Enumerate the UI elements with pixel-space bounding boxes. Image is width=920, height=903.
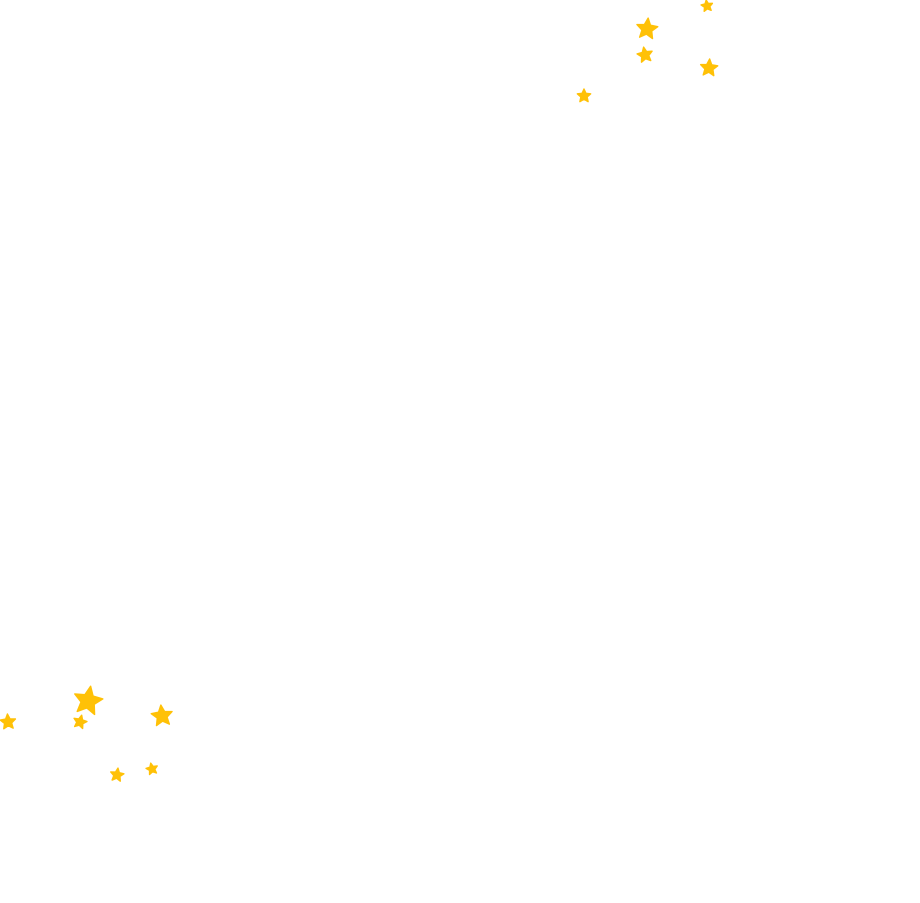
star-icon [145,762,158,776]
star-icon [74,685,104,716]
star-icon [110,767,125,782]
star-icon [636,46,653,63]
star-icon [73,714,88,730]
top-right-star-cluster [576,0,719,103]
star-icon [700,0,714,13]
star-icon [150,704,173,727]
bottom-left-star-cluster [0,685,173,782]
star-icon [0,713,17,730]
star-icon [576,88,592,103]
star-icon [636,17,659,40]
star-icon [699,58,719,77]
